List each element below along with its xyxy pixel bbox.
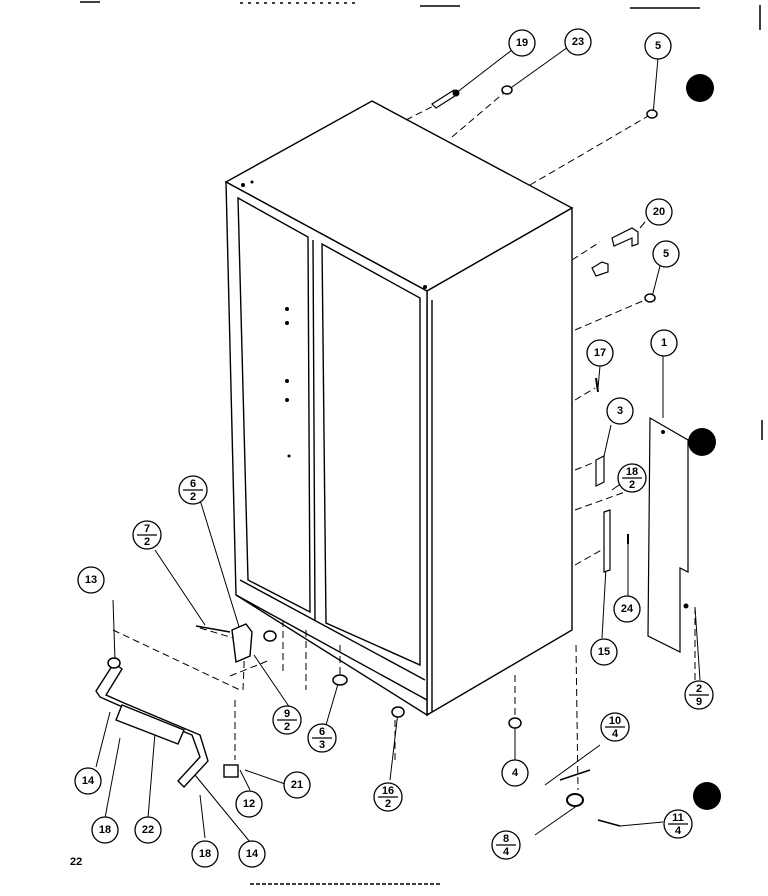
freezer-opening bbox=[237, 196, 311, 614]
callout-12: 12 bbox=[243, 798, 255, 810]
roller-part bbox=[566, 793, 584, 807]
callout-5-middle: 5 bbox=[663, 248, 669, 260]
drain-tube-part bbox=[95, 661, 209, 789]
callout-6-2: 6 2 bbox=[178, 475, 208, 505]
svg-text:4: 4 bbox=[675, 825, 682, 837]
bottom-rail bbox=[239, 579, 426, 681]
svg-text:3: 3 bbox=[319, 739, 325, 751]
bottom-rail-lower bbox=[235, 594, 428, 701]
cabinet-front-frame bbox=[225, 180, 428, 717]
callout-1: 1 bbox=[661, 337, 667, 349]
callout-21: 21 bbox=[291, 779, 303, 791]
svg-text:18: 18 bbox=[626, 466, 638, 478]
callout-labels: 19 23 5 20 5 17 1 3 24 15 13 14 18 22 18… bbox=[82, 36, 669, 860]
drain-hose-part bbox=[115, 704, 185, 745]
callout-14-right: 14 bbox=[246, 848, 259, 860]
svg-text:16: 16 bbox=[382, 785, 394, 797]
svg-text:2: 2 bbox=[190, 491, 196, 503]
callout-16-2: 16 2 bbox=[373, 782, 403, 812]
callout-5-top: 5 bbox=[655, 40, 661, 52]
callout-23: 23 bbox=[572, 36, 584, 48]
svg-text:8: 8 bbox=[503, 833, 509, 845]
svg-text:4: 4 bbox=[612, 728, 619, 740]
leveler-part bbox=[332, 674, 348, 686]
svg-text:4: 4 bbox=[503, 846, 510, 858]
svg-text:2: 2 bbox=[385, 798, 391, 810]
fraction-callouts: 6 2 7 2 9 2 6 3 16 2 bbox=[132, 463, 714, 860]
svg-text:9: 9 bbox=[284, 708, 290, 720]
svg-text:2: 2 bbox=[629, 479, 635, 491]
center-mullion bbox=[312, 239, 316, 621]
page-number: 22 bbox=[70, 856, 83, 868]
callout-15: 15 bbox=[598, 646, 610, 658]
callout-18-left: 18 bbox=[99, 824, 111, 836]
svg-text:2: 2 bbox=[144, 536, 150, 548]
bottom-hinge-part bbox=[231, 623, 253, 664]
callout-24: 24 bbox=[621, 603, 634, 615]
svg-text:7: 7 bbox=[144, 523, 150, 535]
callout-7-2: 7 2 bbox=[132, 520, 162, 550]
leveler-right-part bbox=[508, 717, 522, 729]
cabinet-side-panel bbox=[426, 206, 573, 717]
callout-17: 17 bbox=[594, 347, 606, 359]
callout-22: 22 bbox=[142, 824, 154, 836]
svg-text:2: 2 bbox=[696, 683, 702, 695]
svg-text:6: 6 bbox=[319, 726, 325, 738]
callout-9-2: 9 2 bbox=[272, 705, 302, 735]
callout-14-left: 14 bbox=[82, 775, 95, 787]
leader-lines bbox=[112, 91, 696, 791]
cabinet-holes bbox=[241, 180, 427, 458]
svg-text:2: 2 bbox=[284, 721, 290, 733]
svg-text:11: 11 bbox=[672, 812, 684, 824]
clip-part bbox=[223, 764, 239, 778]
callout-8-4: 8 4 bbox=[491, 830, 521, 860]
bracket-part bbox=[595, 455, 605, 487]
callout-18-right: 18 bbox=[199, 848, 211, 860]
side-trim-panel bbox=[647, 416, 689, 653]
hinge-part bbox=[611, 227, 639, 247]
callout-20: 20 bbox=[653, 206, 665, 218]
scan-edge-noise bbox=[80, 1, 763, 885]
callout-6-3: 6 3 bbox=[307, 723, 337, 753]
registration-marks bbox=[686, 74, 721, 810]
callout-3: 3 bbox=[617, 405, 623, 417]
fresh-food-opening bbox=[321, 242, 421, 667]
bushing-part bbox=[501, 85, 513, 95]
parts bbox=[95, 85, 689, 827]
callout-13: 13 bbox=[85, 574, 97, 586]
svg-text:10: 10 bbox=[609, 715, 621, 727]
nut-middle-part bbox=[644, 293, 656, 303]
callout-circles bbox=[74, 28, 680, 868]
callout-10-4: 10 4 bbox=[600, 712, 630, 742]
svg-text:6: 6 bbox=[190, 478, 196, 490]
latch-part bbox=[603, 509, 611, 573]
callout-11-4: 11 4 bbox=[663, 809, 693, 839]
svg-text:9: 9 bbox=[696, 696, 702, 708]
nut-upper-part bbox=[646, 109, 658, 119]
callout-19: 19 bbox=[516, 37, 528, 49]
callout-2-9: 2 9 bbox=[684, 680, 714, 710]
callout-4: 4 bbox=[512, 767, 519, 779]
cabinet-assembly bbox=[224, 100, 574, 717]
callout-18-2: 18 2 bbox=[617, 463, 647, 493]
